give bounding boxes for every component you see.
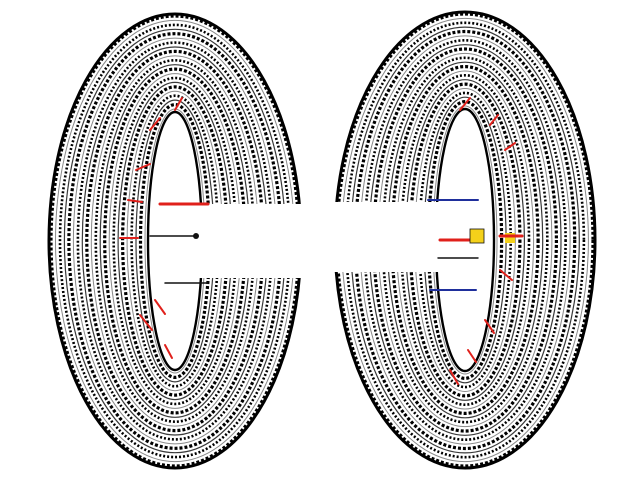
left-coil-ring <box>94 59 256 423</box>
right-coil-ring <box>426 100 504 380</box>
right-yellow-marker <box>469 228 485 244</box>
left-center-node <box>193 233 199 239</box>
left-coil-ring <box>144 108 206 374</box>
left-marker-tick <box>164 344 173 359</box>
left-marker-tick <box>127 199 143 203</box>
right-marker-tick <box>484 319 495 334</box>
right-coil-ring <box>344 21 586 459</box>
right-coil-markers <box>427 97 524 385</box>
right-marker-tick <box>504 142 516 151</box>
right-coil-ring <box>390 65 540 415</box>
left-coil-ring <box>76 41 274 441</box>
right-coil-ring <box>381 56 549 424</box>
left-coil-ring <box>120 85 230 397</box>
left-coil-ring <box>117 81 233 401</box>
right-marker-tick <box>489 114 499 126</box>
right-yellow-marker-small <box>505 233 515 243</box>
left-coil <box>47 12 303 470</box>
left-marker-tick <box>149 117 161 131</box>
left-coil-ring <box>99 64 251 418</box>
left-marker-tick <box>139 314 153 331</box>
left-coil-inner-border <box>146 110 204 372</box>
left-marker-tick <box>154 299 166 315</box>
left-coil-markers <box>119 97 210 359</box>
left-coil-ring <box>58 23 292 459</box>
left-coil-ring <box>63 28 287 454</box>
left-coil-ring <box>103 67 247 415</box>
left-coil-ring <box>138 103 212 379</box>
left-coil-ring <box>112 76 238 406</box>
right-marker-tick <box>499 269 513 281</box>
right-marker-tick <box>459 97 471 111</box>
right-marker-tick <box>449 369 459 385</box>
left-marker-tick <box>135 163 151 171</box>
right-marker-tick <box>467 349 477 363</box>
left-coil-ring <box>108 73 242 409</box>
left-marker-tick <box>174 97 183 111</box>
